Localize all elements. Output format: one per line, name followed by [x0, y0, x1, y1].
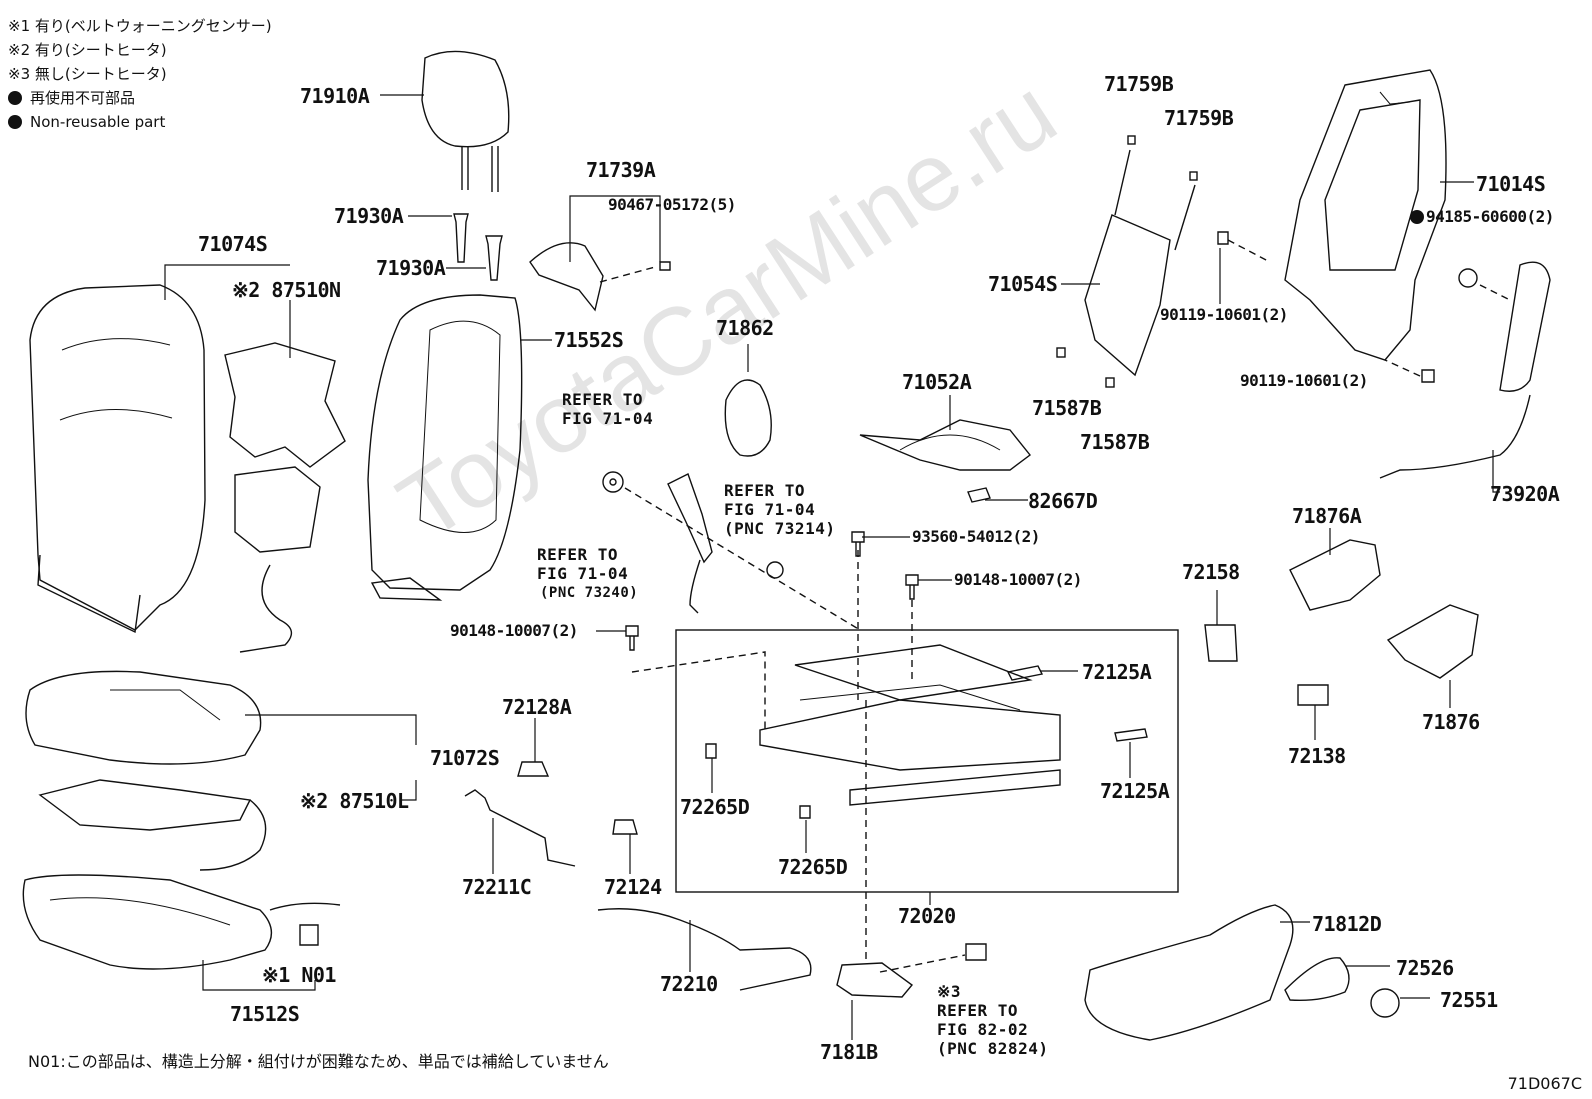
part-label[interactable]: 90148-10007(2) [450, 621, 578, 640]
part-label[interactable]: 90119-10601(2) [1240, 371, 1368, 390]
cover-71862-drawing [724, 379, 772, 457]
refer-callout[interactable]: REFER TO FIG 71-04 [562, 390, 654, 428]
part-label[interactable]: ※1 N01 [262, 963, 336, 987]
part-label[interactable]: 72124 [604, 875, 662, 899]
part-label[interactable]: 94185-60600(2) [1410, 208, 1554, 226]
cap-drawing [1370, 988, 1400, 1018]
seat-adjuster-group-box [675, 629, 1179, 893]
legend-nonreusable-en-text: Non-reusable part [30, 113, 166, 131]
shield-inner-drawing [1289, 539, 1381, 611]
lumbar-support-drawing [859, 419, 1031, 471]
part-label[interactable]: 71014S [1476, 172, 1546, 196]
part-label[interactable]: 71910A [300, 84, 370, 108]
part-label[interactable]: 71052A [902, 370, 972, 394]
part-label[interactable]: 71812D [1312, 912, 1382, 936]
seat-adjuster-drawing [759, 644, 1061, 806]
part-label[interactable]: ※2 87510N [232, 278, 341, 302]
legend-nonreusable-jp-text: 再使用不可部品 [30, 89, 136, 107]
refer-callout[interactable]: REFER TO FIG 71-04 [537, 545, 629, 583]
legend-note-3: ※3 無し(シートヒータ) [8, 65, 167, 83]
footnote: N01:この部品は、構造上分解・組付けが困難なため、単品では補給していません [28, 1052, 609, 1071]
part-label[interactable]: 72138 [1288, 744, 1346, 768]
part-label[interactable]: 71876 [1422, 710, 1480, 734]
nonreusable-dot-icon [8, 91, 22, 105]
figure-code: 71D067C [1507, 1074, 1582, 1093]
seat-cushion-pad-drawing [22, 874, 273, 970]
part-label[interactable]: ※2 87510L [300, 789, 409, 813]
belt-buckle-drawing [667, 473, 713, 614]
part-label[interactable]: 71072S [430, 746, 500, 770]
refer-callout-pnc[interactable]: (PNC 73240) [540, 585, 639, 601]
legend: ※1 有り(ベルトウォーニングセンサー) ※2 有り(シートヒータ) ※3 無し… [8, 14, 272, 134]
legend-nonreusable-en: Non-reusable part [8, 110, 272, 134]
part-label[interactable]: 71876A [1292, 504, 1362, 528]
knob-drawing [1284, 957, 1350, 1002]
part-number: 94185-60600(2) [1426, 207, 1554, 226]
part-label[interactable]: 72125A [1082, 660, 1152, 684]
cable-drawing [597, 908, 812, 991]
headrest-drawing [421, 50, 510, 192]
part-label[interactable]: 71054S [988, 272, 1058, 296]
part-label[interactable]: 93560-54012(2) [912, 527, 1040, 546]
nonreusable-dot-icon [8, 115, 22, 129]
part-label[interactable]: 72020 [898, 904, 956, 928]
part-label[interactable]: 71759B [1164, 106, 1234, 130]
part-label[interactable]: 71759B [1104, 72, 1174, 96]
seatback-lower-bracket-drawing [1084, 149, 1196, 377]
cushion-heater-drawing [38, 779, 267, 871]
rod-drawing [464, 789, 576, 867]
part-label[interactable]: 72551 [1440, 988, 1498, 1012]
part-label[interactable]: 71930A [376, 256, 446, 280]
lower-shield-drawing [1084, 904, 1294, 1041]
part-label[interactable]: 90467-05172(5) [608, 195, 736, 214]
nonreusable-dot-icon [1410, 210, 1424, 224]
part-label[interactable]: 72526 [1396, 956, 1454, 980]
part-label[interactable]: 82667D [1028, 489, 1098, 513]
part-label[interactable]: 72265D [778, 855, 848, 879]
seatback-pad-drawing [367, 294, 523, 601]
refer-callout[interactable]: ※3 REFER TO FIG 82-02 (PNC 82824) [937, 982, 1049, 1058]
part-label[interactable]: 71512S [230, 1002, 300, 1026]
part-label[interactable]: 71739A [586, 158, 656, 182]
part-label[interactable]: 72211C [462, 875, 532, 899]
part-label[interactable]: 73920A [1490, 482, 1560, 506]
seat-cushion-cover-drawing [25, 670, 262, 765]
legend-nonreusable-jp: 再使用不可部品 [8, 86, 272, 110]
legend-note-1: ※1 有り(ベルトウォーニングセンサー) [8, 17, 272, 35]
part-label[interactable]: 72210 [660, 972, 718, 996]
part-label[interactable]: 72125A [1100, 779, 1170, 803]
refer-callout[interactable]: REFER TO FIG 71-04 (PNC 73214) [724, 481, 836, 538]
seatback-heater-drawing [224, 342, 346, 653]
shield-outer-drawing [1386, 604, 1479, 679]
part-label[interactable]: 72128A [502, 695, 572, 719]
part-label[interactable]: 71930A [334, 204, 404, 228]
part-label[interactable]: 71074S [198, 232, 268, 256]
headrest-guide-drawing [453, 213, 503, 281]
part-label[interactable]: 7181B [820, 1040, 878, 1064]
seatback-frame-drawing [1284, 69, 1447, 361]
part-label[interactable]: 71587B [1032, 396, 1102, 420]
part-label[interactable]: 71552S [554, 328, 624, 352]
part-label[interactable]: 72265D [680, 795, 750, 819]
part-label[interactable]: 71587B [1080, 430, 1150, 454]
part-label[interactable]: 90148-10007(2) [954, 570, 1082, 589]
seatback-cover-drawing [29, 284, 206, 634]
part-label[interactable]: 90119-10601(2) [1160, 305, 1288, 324]
legend-note-2: ※2 有り(シートヒータ) [8, 41, 167, 59]
part-label[interactable]: 71862 [716, 316, 774, 340]
part-label[interactable]: 72158 [1182, 560, 1240, 584]
